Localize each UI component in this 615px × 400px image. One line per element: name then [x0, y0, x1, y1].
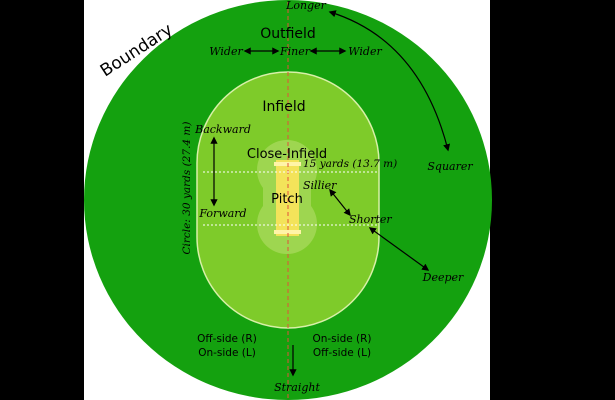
offside-r-label: Off-side (R) — [197, 333, 257, 345]
pitch-crease-bottom — [274, 230, 301, 234]
longer-label: Longer — [285, 0, 327, 12]
offside-l-label: Off-side (L) — [313, 347, 371, 359]
squarer-label: Squarer — [427, 160, 473, 173]
onside-l-label: On-side (L) — [198, 347, 256, 359]
finer-label: Finer — [279, 45, 311, 58]
wider-right-label: Wider — [348, 45, 382, 58]
sillier-shorter-arrow — [329, 188, 351, 217]
close-infield-label: Close-Infield — [247, 147, 327, 162]
infield-label: Infield — [262, 99, 305, 115]
forward-label: Forward — [198, 207, 246, 220]
wider-left-label: Wider — [209, 45, 243, 58]
longer-squarer-arrow — [328, 10, 451, 152]
backward-label: Backward — [194, 123, 251, 136]
straight-label: Straight — [274, 381, 320, 394]
shorter-label: Shorter — [349, 213, 392, 226]
outfield-label: Outfield — [260, 26, 316, 42]
deeper-label: Deeper — [422, 271, 464, 284]
onside-r-label: On-side (R) — [312, 333, 371, 345]
sillier-label: Sillier — [303, 179, 337, 192]
fifteen-yards-label: 15 yards (13.7 m) — [303, 158, 397, 170]
pitch-label: Pitch — [271, 192, 303, 207]
circle-radius-label: Circle: 30 yards (27.4 m) — [181, 122, 193, 255]
deeper-arrow — [368, 227, 430, 271]
